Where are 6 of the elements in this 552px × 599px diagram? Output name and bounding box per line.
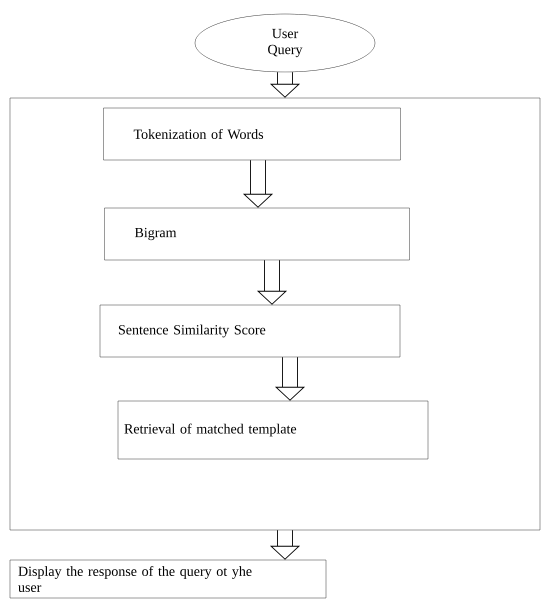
- process-box: Display the response of the query ot yhe user: [10, 560, 326, 598]
- process-box: Tokenization of Words: [103, 108, 401, 160]
- container-box: [10, 98, 540, 530]
- process-box: Bigram: [104, 208, 410, 260]
- process-box: Sentence Similarity Score: [100, 304, 400, 358]
- process-box: Retrieval of matched template: [118, 400, 428, 460]
